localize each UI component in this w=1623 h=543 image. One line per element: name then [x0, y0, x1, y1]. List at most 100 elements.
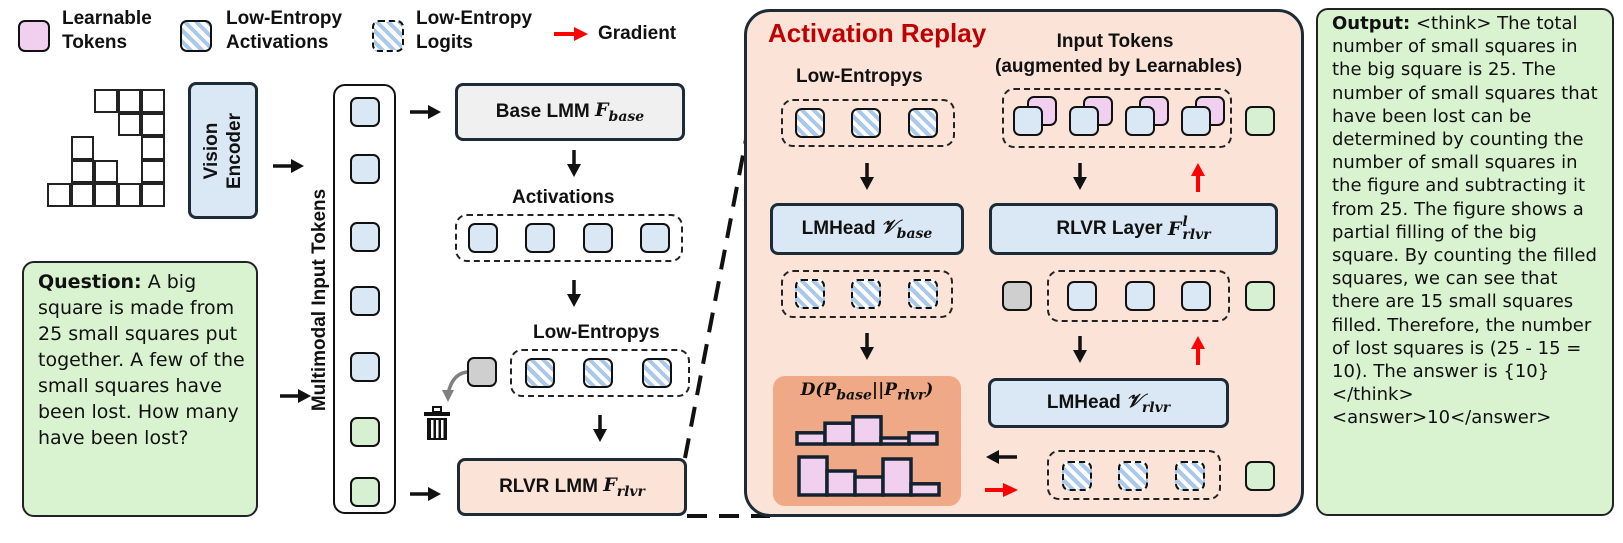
- down-arrow-icon: [1073, 336, 1087, 363]
- legend-activations-line1: Low-Entropy: [226, 8, 343, 29]
- hist-rlvr-bar: [881, 457, 913, 497]
- rlvr-activation-token: [1125, 281, 1155, 311]
- question-image-squares: [47, 89, 166, 214]
- small-square: [117, 183, 141, 207]
- output-text: Output: <think> The total number of smal…: [1332, 12, 1604, 430]
- input-token-green: [1245, 106, 1275, 136]
- arrow-icon: [280, 389, 311, 403]
- low-entropy-activation-token: [525, 358, 555, 388]
- small-square: [70, 183, 94, 207]
- low-entropy-activation-token: [851, 108, 881, 138]
- base-lmm-box: Base LMM Fbase: [455, 83, 685, 141]
- output-box: Output: <think> The total number of smal…: [1316, 8, 1614, 516]
- base-logits-group: [781, 270, 953, 318]
- legend-learnable-label: Learnable Tokens: [62, 7, 152, 55]
- rlvr-lmm-label: RLVR LMM: [499, 476, 598, 497]
- augmented-input-tokens-group: [1002, 88, 1232, 148]
- low-entropy-logit-token: [795, 279, 825, 309]
- small-square: [117, 112, 141, 136]
- down-arrow-icon: [860, 163, 874, 190]
- rlvr-activation-token: [1067, 281, 1097, 311]
- output-label: Output:: [1332, 13, 1411, 34]
- low-entropy-activation-token: [795, 108, 825, 138]
- input-tokens-line1: Input Tokens: [1056, 31, 1174, 52]
- input-token: [1181, 106, 1211, 136]
- hist-base-bar: [879, 436, 911, 446]
- rlvr-logits-group: [1047, 450, 1221, 500]
- output-body: <think> The total number of small square…: [1332, 13, 1598, 429]
- curved-gray-arrow-icon: [442, 370, 468, 402]
- small-square: [94, 89, 118, 113]
- down-arrow-icon: [860, 333, 874, 360]
- lmhead-rlvr-symbol: 𝒱rlvr: [1126, 390, 1171, 416]
- vision-encoder-box: Vision Encoder: [188, 82, 258, 219]
- hist-base-bar: [851, 415, 883, 446]
- rlvr-layer-label: RLVR Layer: [1056, 218, 1163, 239]
- question-label: Question:: [38, 271, 142, 293]
- hist-rlvr-bar: [909, 482, 941, 497]
- question-text: Question: A big square is made from 25 s…: [38, 269, 246, 451]
- small-square: [141, 136, 165, 160]
- multimodal-token-blue: [350, 286, 380, 316]
- legend-learnable-line2: Tokens: [62, 32, 128, 53]
- activation-token: [468, 223, 498, 253]
- lmhead-rlvr-label: LMHead: [1046, 392, 1121, 413]
- base-lmm-label: Base LMM: [495, 101, 590, 122]
- lmhead-rlvr-box: LMHead 𝒱rlvr: [988, 378, 1229, 428]
- small-square: [94, 183, 118, 207]
- rlvr-activations-group: [1047, 270, 1230, 322]
- lmhead-base-symbol: 𝒱base: [880, 216, 933, 242]
- multimodal-token-green: [350, 477, 380, 507]
- low-entropy-activation-token: [908, 108, 938, 138]
- low-entropy-activation-token: [642, 358, 672, 388]
- multimodal-token-blue: [350, 154, 380, 184]
- left-arrow-icon: [986, 450, 1017, 464]
- arrow-icon: [410, 105, 441, 119]
- lmhead-base-box: LMHead 𝒱base: [770, 203, 964, 255]
- divergence-histograms: [795, 415, 941, 497]
- hist-base-bar: [907, 431, 939, 446]
- low-entropy-logit-token: [908, 279, 938, 309]
- small-square: [141, 112, 165, 136]
- low-entropys-group: [510, 349, 690, 397]
- low-entropy-logit-token: [1062, 461, 1092, 491]
- low-entropy-activation-token: [583, 358, 613, 388]
- replay-input-tokens-label: Input Tokens (augmented by Learnables): [995, 29, 1243, 79]
- legend-learnable-line1: Learnable: [62, 8, 152, 29]
- small-square: [141, 159, 165, 183]
- low-entropy-logit-token: [851, 279, 881, 309]
- down-arrow-icon: [567, 150, 581, 177]
- base-lmm-symbol: Fbase: [595, 99, 645, 125]
- low-entropy-logit-token: [1175, 461, 1205, 491]
- small-square: [141, 89, 165, 113]
- hist-rlvr-bar: [853, 475, 885, 497]
- hist-base-bar: [823, 421, 855, 446]
- low-entropy-logit-token: [1118, 461, 1148, 491]
- legend-logits-line2: Logits: [416, 32, 473, 53]
- small-square: [70, 159, 94, 183]
- small-square: [47, 183, 71, 207]
- legend-activations-icon: [180, 20, 212, 52]
- trash-icon: [424, 406, 450, 440]
- input-token-green: [1245, 281, 1275, 311]
- arrow-icon: [410, 487, 441, 501]
- multimodal-tokens-column: [333, 84, 396, 514]
- multimodal-token-blue: [350, 352, 380, 382]
- legend-activations-line2: Activations: [226, 32, 329, 53]
- arrow-icon: [273, 159, 304, 173]
- down-arrow-icon: [567, 280, 581, 307]
- replay-low-entropys-group: [781, 99, 955, 147]
- rlvr-lmm-box: RLVR LMM Frlvr: [457, 458, 687, 516]
- divergence-label: D(Pbase||Prlvr): [800, 380, 934, 404]
- activation-replay-title: Activation Replay: [768, 18, 987, 48]
- legend-logits-label: Low-Entropy Logits: [416, 7, 532, 55]
- rlvr-lmm-symbol: Frlvr: [603, 474, 645, 500]
- gradient-right-arrow-icon: [985, 483, 1018, 497]
- small-square: [94, 159, 118, 183]
- input-tokens-line2: (augmented by Learnables): [995, 56, 1243, 77]
- multimodal-token-green: [350, 417, 380, 447]
- small-square: [117, 89, 141, 113]
